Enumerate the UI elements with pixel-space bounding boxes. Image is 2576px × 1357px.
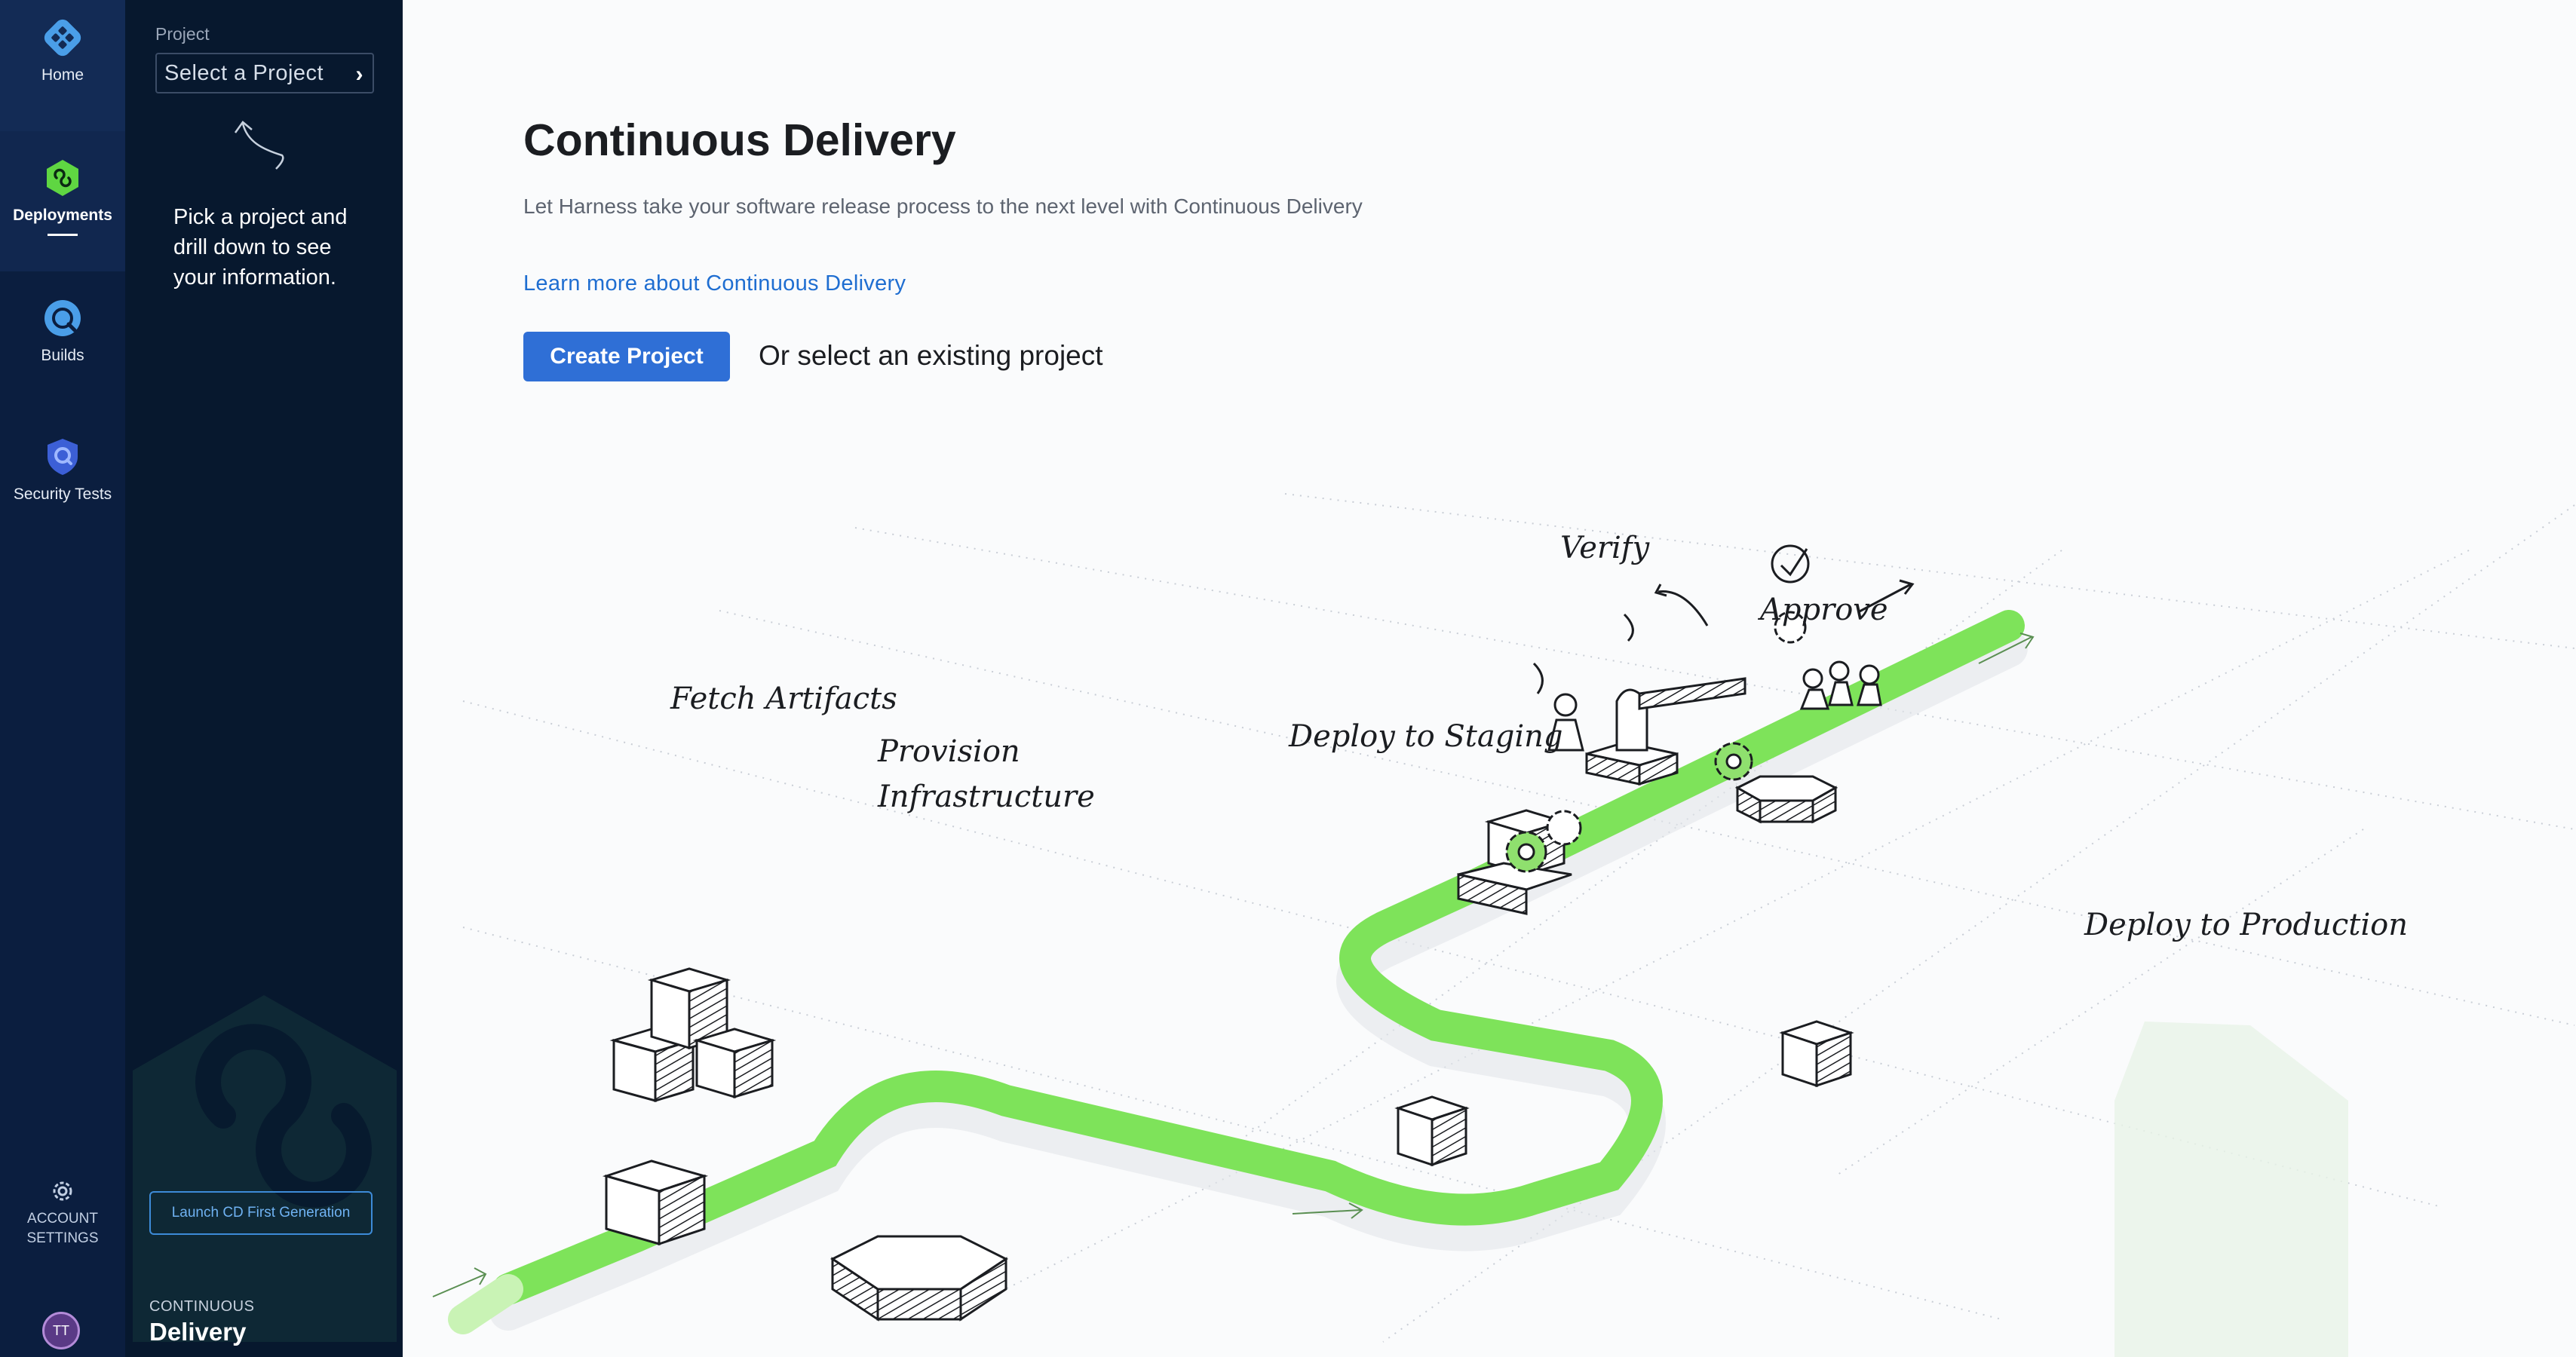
select-existing-text: Or select an existing project [759,340,1103,371]
label-approve: Approve [1757,593,1888,627]
harness-logo-icon [41,17,84,59]
nav-security-label: Security Tests [13,486,112,503]
module-kicker: CONTINUOUS [149,1298,255,1315]
nav-security-tests[interactable]: Security Tests [0,424,125,537]
module-nav: Home Deployments Builds [0,0,125,1357]
account-label-line2: SETTINGS [26,1230,99,1246]
nav-home[interactable]: Home [0,0,125,131]
security-shield-icon [41,436,84,478]
active-indicator [48,234,78,236]
arrow-up-sketch-icon [234,121,284,170]
label-deploy-production: Deploy to Production [2084,908,2408,942]
label-infrastructure: Infrastructure [877,780,1095,814]
account-label-line1: ACCOUNT [27,1211,98,1227]
page-description: Let Harness take your software release p… [523,195,1363,218]
launch-cd-first-gen-button[interactable]: Launch CD First Generation [149,1191,373,1235]
project-label: Project [155,24,210,44]
project-select-placeholder: Select a Project [164,60,324,85]
label-verify: Verify [1560,531,1651,565]
avatar-initials: TT [53,1322,69,1338]
nav-deployments[interactable]: Deployments [0,131,125,271]
avatar[interactable]: TT [42,1312,80,1349]
label-provision: Provision [877,734,1020,769]
module-name: Delivery [149,1318,247,1346]
pick-project-hint: Pick a project and drill down to see you… [173,205,348,289]
label-deploy-staging: Deploy to Staging [1288,719,1563,754]
create-project-button[interactable]: Create Project [523,332,730,381]
nav-builds[interactable]: Builds [0,285,125,398]
main-content: Continuous Delivery Let Harness take you… [403,0,2576,1357]
module-watermark-icon [133,995,397,1342]
project-sidebar: Project Select a Project › Pick a projec… [125,0,403,1357]
pipeline-illustration: Fetch Artifacts Provision Infrastructure… [432,493,2575,1357]
learn-more-link[interactable]: Learn more about Continuous Delivery [523,271,906,296]
nav-deployments-label: Deployments [13,207,112,224]
builds-icon [41,297,84,339]
watermark-hex-icon [2114,1022,2348,1357]
project-select[interactable]: Select a Project › [155,53,374,93]
nav-home-label: Home [41,66,84,84]
nav-account-settings[interactable]: ACCOUNT SETTINGS [0,1178,125,1268]
chevron-right-icon: › [355,62,363,87]
label-fetch-artifacts: Fetch Artifacts [670,682,897,716]
gear-icon [49,1178,76,1205]
nav-builds-label: Builds [41,347,84,364]
deployments-icon [41,157,84,199]
page-title: Continuous Delivery [523,115,956,165]
